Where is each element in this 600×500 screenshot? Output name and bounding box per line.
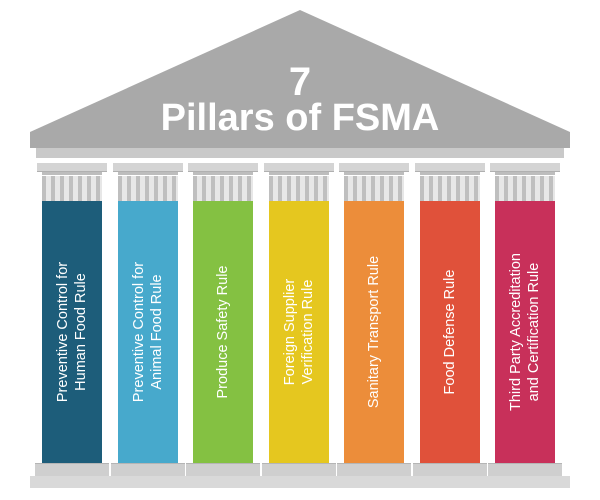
title-text: Pillars of FSMA	[160, 97, 440, 139]
pillar-label: Preventive Control for Animal Food Rule	[130, 261, 165, 403]
pillar-capital	[263, 163, 334, 201]
pillar-column: Preventive Control for Animal Food Rule	[117, 201, 178, 463]
pillar-label: Foreign Supplier Verification Rule	[281, 278, 316, 386]
pillar-capital	[414, 163, 485, 201]
pillar-base	[110, 463, 185, 476]
pillar-label: Preventive Control for Human Food Rule	[55, 261, 89, 403]
pillar-base	[337, 463, 411, 476]
pillar-column: Food Defense Rule	[419, 201, 480, 463]
pillar-label: Produce Safety Rule	[215, 265, 231, 399]
pillar-column: Third Party Accreditation and Certificat…	[495, 201, 555, 463]
pillar-column: Produce Safety Rule	[193, 201, 253, 463]
temple-floor	[30, 476, 570, 488]
pillar-capital	[112, 163, 183, 201]
pillar-base	[35, 463, 109, 476]
pillar-base	[186, 463, 260, 476]
pillar-capital	[490, 163, 560, 201]
pillar-label: Third Party Accreditation and Certificat…	[508, 253, 542, 411]
roof-pediment	[30, 10, 570, 148]
pillar-base	[412, 463, 487, 476]
pillar-base	[488, 463, 562, 476]
pillar-capital	[37, 163, 107, 201]
pillar-label: Food Defense Rule	[441, 269, 458, 395]
pillar-label: Sanitary Transport Rule	[366, 255, 382, 409]
title-number: 7	[288, 60, 312, 104]
pillar-column: Preventive Control for Human Food Rule	[42, 201, 102, 463]
pillar-column: Foreign Supplier Verification Rule	[268, 201, 329, 463]
roof-ledge	[36, 148, 564, 158]
pillar-column: Sanitary Transport Rule	[344, 201, 404, 463]
pillar-capital	[339, 163, 409, 201]
pillar-capital	[188, 163, 258, 201]
pillar-base	[261, 463, 336, 476]
